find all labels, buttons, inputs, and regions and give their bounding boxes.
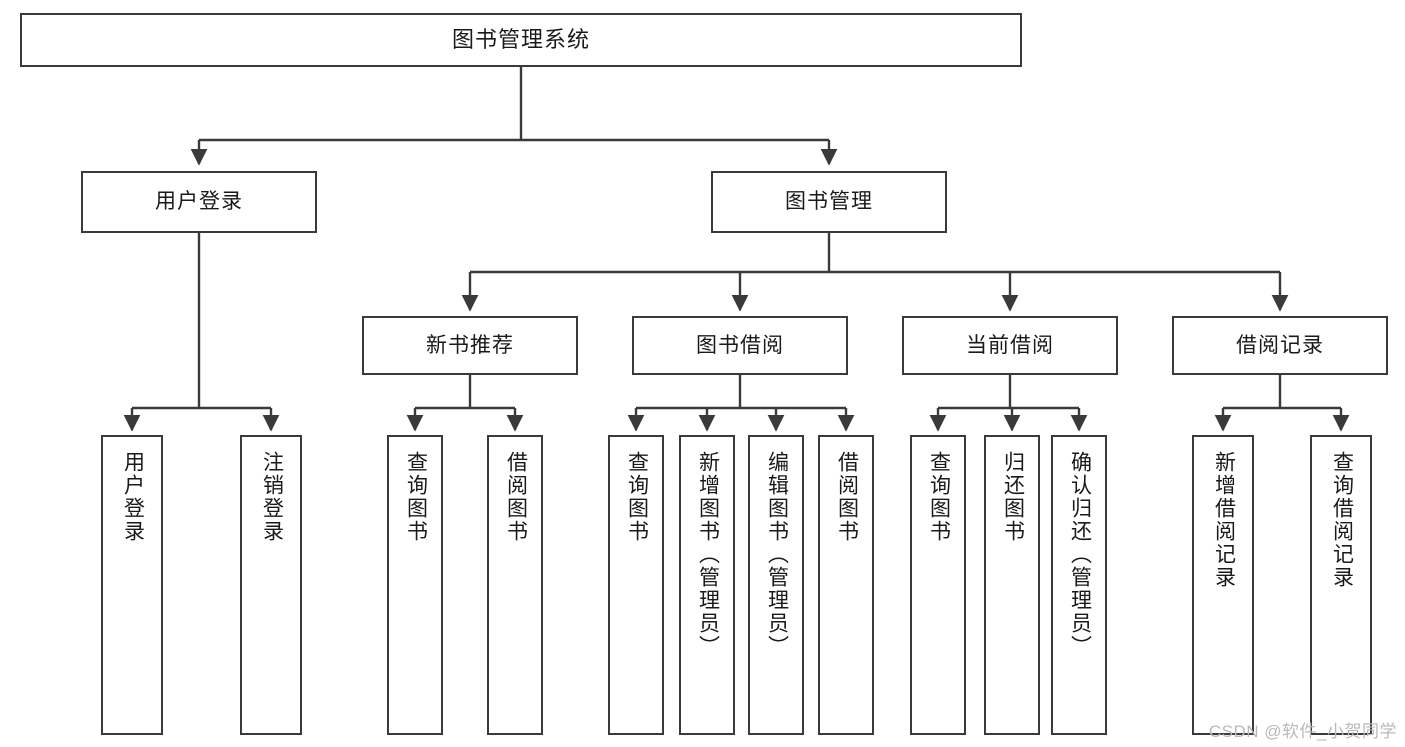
node-leaf-user-login[interactable]: 用户登录	[101, 435, 163, 735]
node-leaf-query-book-3-label: 查询图书	[927, 451, 951, 543]
node-leaf-return-book[interactable]: 归还图书	[984, 435, 1040, 735]
node-book-manage-label: 图书管理	[785, 190, 873, 214]
node-leaf-confirm-return-label: 确认归还（管理员）	[1068, 451, 1092, 658]
node-leaf-borrow-book-1-label: 借阅图书	[504, 451, 528, 543]
node-book-borrow[interactable]: 图书借阅	[632, 316, 848, 375]
node-leaf-user-login-label: 用户登录	[121, 451, 145, 543]
node-leaf-confirm-return[interactable]: 确认归还（管理员）	[1051, 435, 1107, 735]
node-leaf-query-book-1[interactable]: 查询图书	[387, 435, 443, 735]
node-leaf-query-record-label: 查询借阅记录	[1330, 451, 1354, 589]
node-leaf-borrow-book-1[interactable]: 借阅图书	[487, 435, 543, 735]
node-leaf-edit-book-label: 编辑图书（管理员）	[765, 451, 789, 658]
node-borrow-record[interactable]: 借阅记录	[1172, 316, 1388, 375]
node-root-label: 图书管理系统	[451, 26, 590, 52]
node-leaf-add-book[interactable]: 新增图书（管理员）	[679, 435, 735, 735]
node-leaf-query-book-2[interactable]: 查询图书	[608, 435, 664, 735]
node-current-borrow[interactable]: 当前借阅	[902, 316, 1118, 375]
node-user-login-label: 用户登录	[155, 190, 243, 214]
node-borrow-record-label: 借阅记录	[1236, 333, 1324, 357]
node-leaf-query-book-2-label: 查询图书	[625, 451, 649, 543]
node-leaf-query-book-1-label: 查询图书	[404, 451, 428, 543]
node-leaf-query-record[interactable]: 查询借阅记录	[1310, 435, 1372, 735]
node-new-book-rec-label: 新书推荐	[426, 333, 514, 357]
node-leaf-add-record[interactable]: 新增借阅记录	[1192, 435, 1254, 735]
node-book-borrow-label: 图书借阅	[696, 333, 784, 357]
watermark-text: CSDN @软件_小贺同学	[1208, 722, 1397, 741]
node-leaf-borrow-book-2[interactable]: 借阅图书	[818, 435, 874, 735]
node-new-book-rec[interactable]: 新书推荐	[362, 316, 578, 375]
node-root[interactable]: 图书管理系统	[20, 13, 1022, 67]
node-leaf-add-record-label: 新增借阅记录	[1212, 451, 1236, 589]
node-leaf-user-logout-label: 注销登录	[260, 451, 284, 543]
node-current-borrow-label: 当前借阅	[966, 333, 1054, 357]
node-leaf-return-book-label: 归还图书	[1001, 451, 1025, 543]
node-user-login[interactable]: 用户登录	[81, 171, 317, 233]
node-leaf-edit-book[interactable]: 编辑图书（管理员）	[748, 435, 804, 735]
node-leaf-query-book-3[interactable]: 查询图书	[910, 435, 966, 735]
node-leaf-borrow-book-2-label: 借阅图书	[835, 451, 859, 543]
node-leaf-add-book-label: 新增图书（管理员）	[696, 451, 720, 658]
node-book-manage[interactable]: 图书管理	[711, 171, 947, 233]
node-leaf-user-logout[interactable]: 注销登录	[240, 435, 302, 735]
